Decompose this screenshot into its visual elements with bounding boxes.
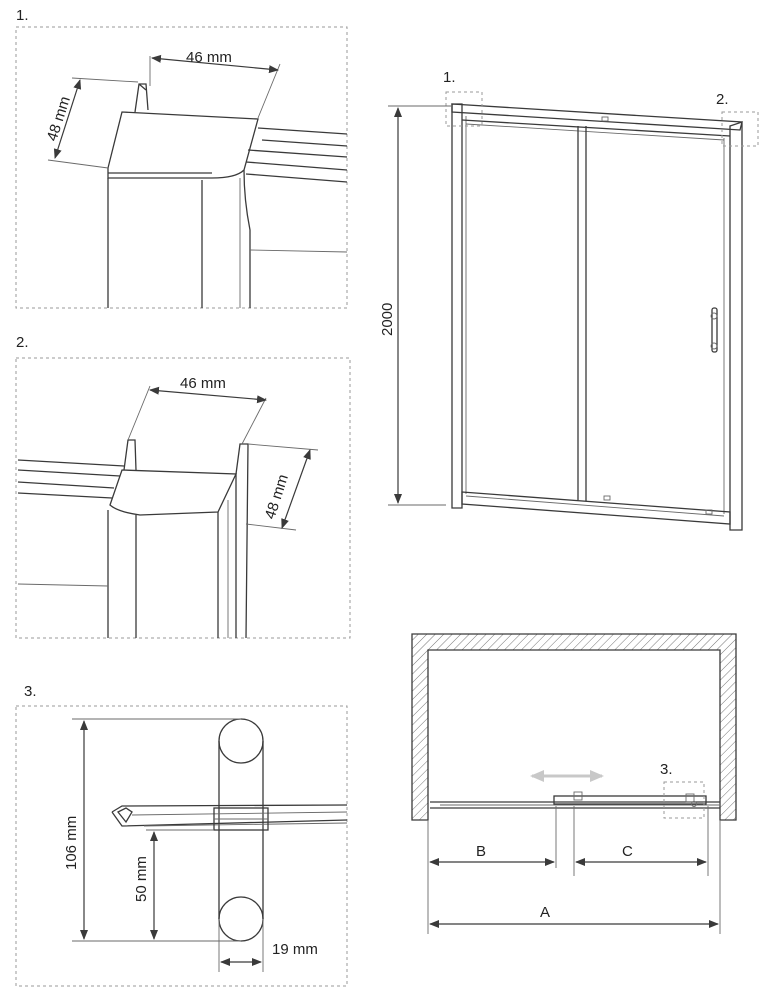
detail-3-frame bbox=[15, 705, 348, 987]
detail-2-frame bbox=[15, 357, 351, 639]
detail-2-number: 2. bbox=[16, 334, 29, 351]
detail-2-profile bbox=[17, 439, 249, 639]
top-view-walls bbox=[411, 633, 737, 821]
detail-3-offset-label: 50 mm bbox=[133, 856, 150, 902]
detail-3-handle bbox=[111, 718, 348, 942]
detail-1-frame bbox=[15, 26, 348, 309]
detail-1-profile bbox=[107, 83, 348, 308]
top-view-label-b: B bbox=[476, 843, 486, 860]
front-view-callout-box-2 bbox=[721, 111, 759, 147]
front-view-callout-2: 2. bbox=[716, 91, 729, 108]
detail-3-number: 3. bbox=[24, 683, 37, 700]
front-view-callout-1: 1. bbox=[443, 69, 456, 86]
top-view-label-a: A bbox=[540, 904, 550, 921]
detail-2: 2. 46 mm 48 bbox=[15, 334, 351, 639]
top-view-label-c: C bbox=[622, 843, 633, 860]
top-view: 3. B C A bbox=[411, 633, 737, 934]
detail-1-width-label: 46 mm bbox=[186, 49, 232, 66]
detail-3-height-label: 106 mm bbox=[63, 816, 80, 870]
front-view-callout-box-1 bbox=[445, 91, 483, 127]
front-view: 1. 2. 2000 bbox=[379, 69, 759, 531]
top-view-callout-box-3 bbox=[663, 781, 705, 819]
detail-3: 3. 106 mm 50 mm bbox=[15, 683, 348, 987]
front-view-height-label: 2000 bbox=[379, 303, 396, 336]
detail-1: 1. 46 mm 48 bbox=[15, 7, 348, 309]
detail-1-height-label: 48 mm bbox=[44, 94, 74, 143]
top-view-callout-3: 3. bbox=[660, 761, 673, 778]
detail-1-number: 1. bbox=[16, 7, 29, 24]
detail-2-width-label: 46 mm bbox=[180, 375, 226, 392]
detail-3-width-label: 19 mm bbox=[272, 941, 318, 958]
